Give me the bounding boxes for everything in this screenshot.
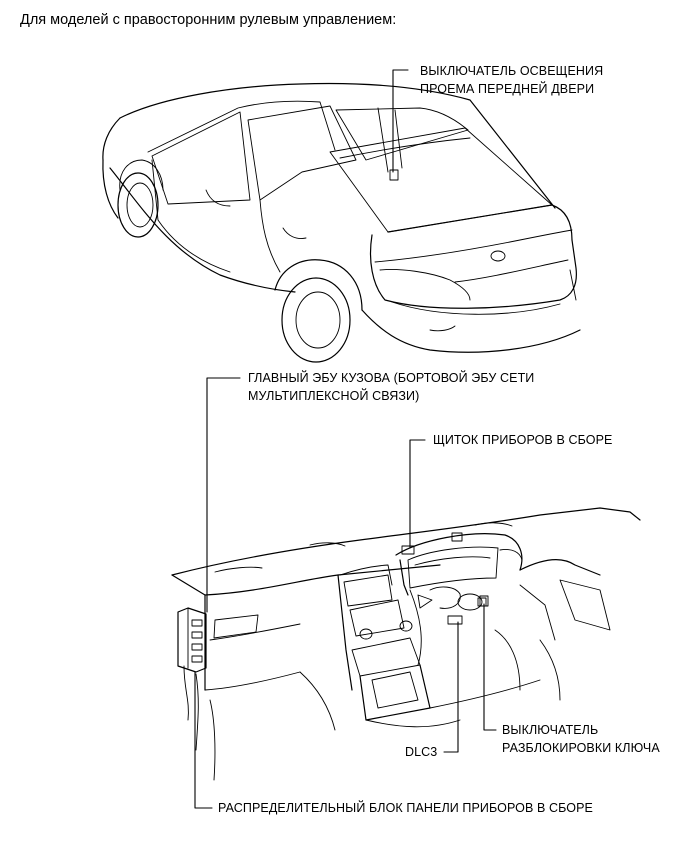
car-illustration (102, 82, 581, 363)
door-switch-leader (392, 69, 409, 173)
combination-meter-label: ЩИТОК ПРИБОРОВ В СБОРЕ (433, 433, 613, 447)
meter-leader (409, 439, 426, 549)
junction-block-leader (194, 671, 213, 809)
door-switch-label-line1: ВЫКЛЮЧАТЕЛЬ ОСВЕЩЕНИЯ (420, 64, 604, 78)
door-switch-label-line2: ПРОЕМА ПЕРЕДНЕЙ ДВЕРИ (420, 82, 595, 96)
unlock-switch-label-line1: ВЫКЛЮЧАТЕЛЬ (502, 723, 599, 737)
page-heading: Для моделей с правосторонним рулевым упр… (20, 12, 397, 28)
dashboard-illustration (171, 507, 641, 781)
unlock-switch-label: ВЫКЛЮЧАТЕЛЬ РАЗБЛОКИРОВКИ КЛЮЧА (502, 721, 660, 757)
body-ecu-label-line2: МУЛЬТИПЛЕКСНОЙ СВЯЗИ) (248, 389, 420, 403)
dlc3-leader (443, 621, 459, 753)
body-ecu-leader (206, 377, 241, 613)
junction-block-label: РАСПРЕДЕЛИТЕЛЬНЫЙ БЛОК ПАНЕЛИ ПРИБОРОВ В… (218, 801, 593, 815)
dlc3-label: DLC3 (405, 745, 438, 759)
unlock-switch-label-line2: РАЗБЛОКИРОВКИ КЛЮЧА (502, 741, 660, 755)
body-ecu-label: ГЛАВНЫЙ ЭБУ КУЗОВА (БОРТОВОЙ ЭБУ СЕТИ МУ… (248, 369, 534, 405)
door-switch-label: ВЫКЛЮЧАТЕЛЬ ОСВЕЩЕНИЯ ПРОЕМА ПЕРЕДНЕЙ ДВ… (420, 62, 603, 98)
body-ecu-label-line1: ГЛАВНЫЙ ЭБУ КУЗОВА (БОРТОВОЙ ЭБУ СЕТИ (248, 371, 535, 385)
unlock-switch-leader (483, 603, 497, 731)
